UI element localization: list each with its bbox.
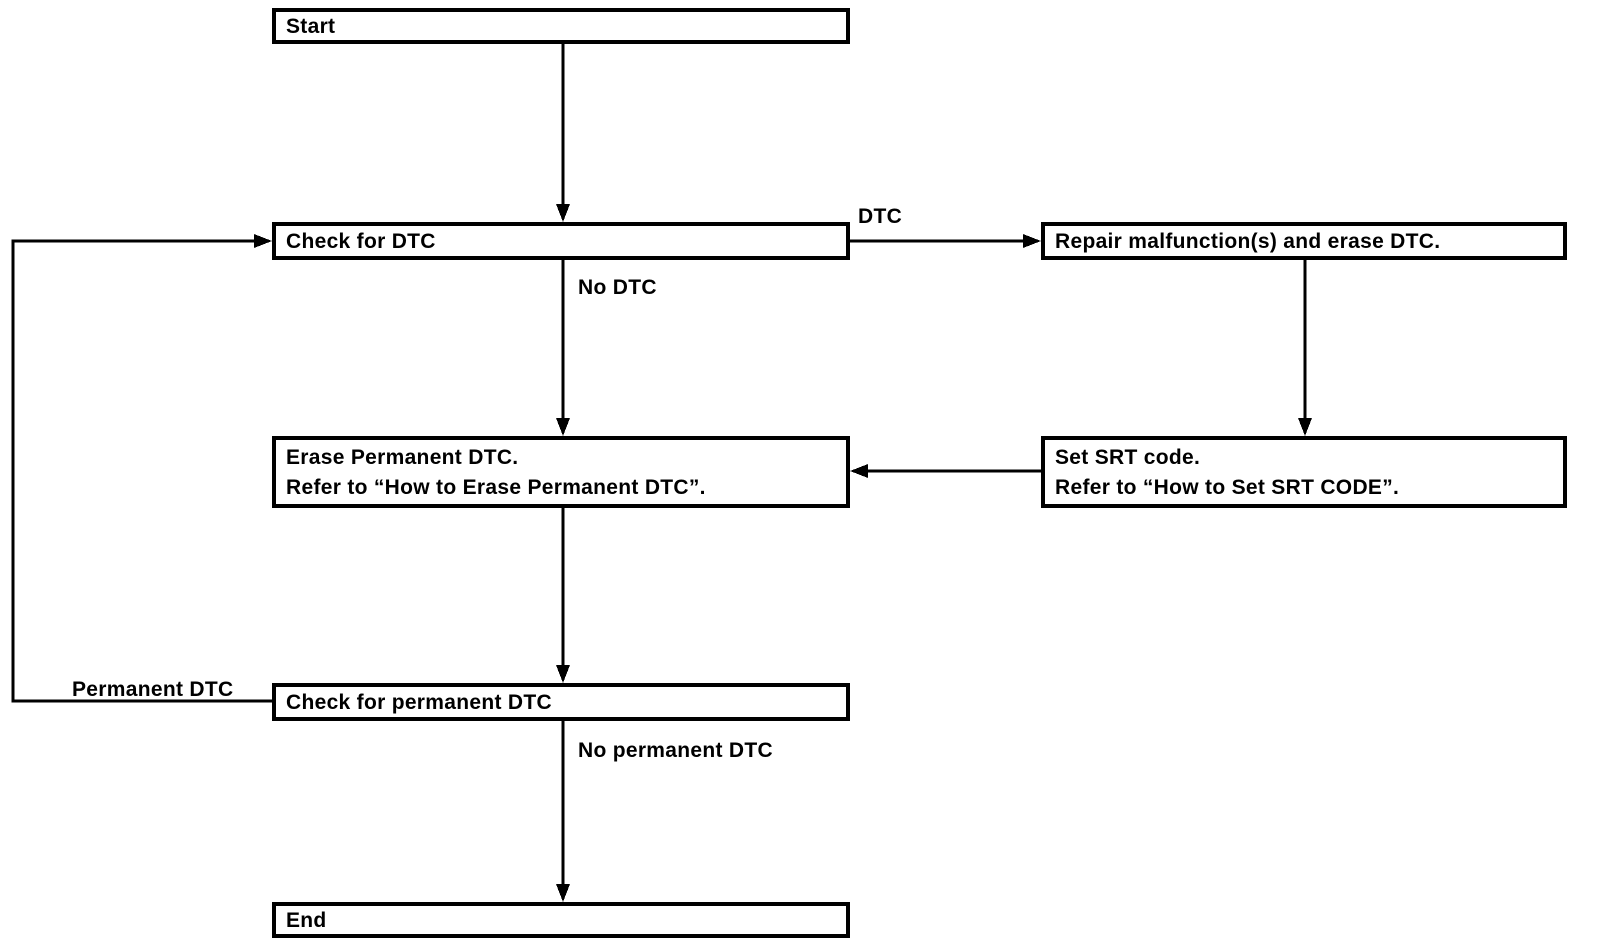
- end-node: End: [272, 902, 850, 938]
- start-node: Start: [272, 8, 850, 44]
- arrow-check-dtc-to-repair: [850, 234, 1041, 248]
- erase-permanent-dtc-node: Erase Permanent DTC. Refer to “How to Er…: [272, 436, 850, 508]
- repair-malfunction-node: Repair malfunction(s) and erase DTC.: [1041, 222, 1567, 260]
- set-srt-code-line2: Refer to “How to Set SRT CODE”.: [1055, 475, 1400, 499]
- arrow-repair-to-set-srt: [1298, 260, 1312, 436]
- check-permanent-dtc-node-label: Check for permanent DTC: [286, 690, 552, 714]
- arrow-check-permanent-to-end: [556, 721, 570, 902]
- erase-permanent-dtc-line2: Refer to “How to Erase Permanent DTC”.: [286, 475, 706, 499]
- edge-label-permanent-dtc: Permanent DTC: [72, 678, 234, 701]
- edge-label-no-dtc: No DTC: [578, 276, 657, 299]
- check-dtc-node-label: Check for DTC: [286, 229, 436, 253]
- edge-label-dtc: DTC: [858, 205, 903, 228]
- set-srt-code-line1: Set SRT code.: [1055, 445, 1201, 469]
- arrow-check-permanent-loop-to-check-dtc: [11, 234, 272, 703]
- arrow-erase-permanent-to-check-permanent: [556, 508, 570, 683]
- check-permanent-dtc-node: Check for permanent DTC: [272, 683, 850, 721]
- arrow-check-dtc-to-erase-permanent: [556, 260, 570, 436]
- arrow-start-to-check-dtc: [556, 44, 570, 222]
- repair-malfunction-node-label: Repair malfunction(s) and erase DTC.: [1055, 229, 1441, 253]
- edge-label-no-permanent-dtc: No permanent DTC: [578, 739, 773, 762]
- erase-permanent-dtc-line1: Erase Permanent DTC.: [286, 445, 519, 469]
- start-node-label: Start: [286, 14, 336, 38]
- end-node-label: End: [286, 908, 327, 932]
- arrow-set-srt-to-erase-permanent: [850, 464, 1041, 478]
- check-dtc-node: Check for DTC: [272, 222, 850, 260]
- set-srt-code-node: Set SRT code. Refer to “How to Set SRT C…: [1041, 436, 1567, 508]
